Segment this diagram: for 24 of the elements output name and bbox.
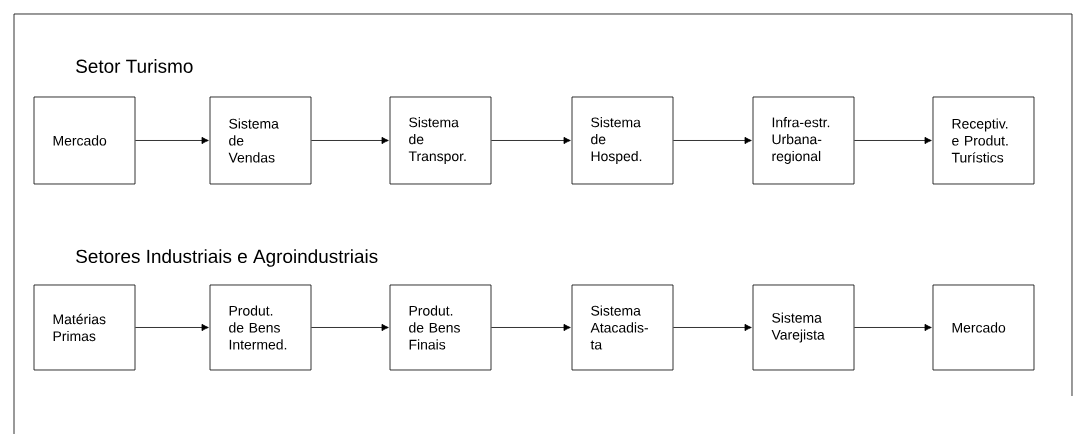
process-box: Sistema de Vendas bbox=[209, 96, 312, 185]
process-box: Sistema Varejista bbox=[752, 284, 855, 371]
process-box: Matérias Primas bbox=[33, 284, 136, 371]
arrow bbox=[311, 136, 389, 145]
arrow bbox=[135, 136, 209, 145]
arrow bbox=[311, 323, 389, 332]
arrow bbox=[673, 323, 752, 332]
arrow bbox=[854, 323, 932, 332]
process-box: Infra-estr. Urbana- regional bbox=[752, 96, 855, 185]
process-box: Receptiv. e Produt. Turístics bbox=[932, 96, 1035, 185]
process-box: Sistema de Transpor. bbox=[389, 96, 492, 185]
arrow bbox=[135, 323, 209, 332]
arrow bbox=[491, 136, 571, 145]
process-box: Produt. de Bens Finais bbox=[389, 284, 492, 371]
process-box: Mercado bbox=[932, 284, 1035, 371]
section-heading: Setores Industriais e Agroindustriais bbox=[76, 249, 378, 267]
arrow bbox=[491, 323, 571, 332]
section-heading: Setor Turismo bbox=[76, 59, 193, 73]
arrow bbox=[673, 136, 752, 145]
process-box: Produt. de Bens Intermed. bbox=[209, 284, 312, 371]
arrow bbox=[854, 136, 932, 145]
process-box: Sistema de Hosped. bbox=[571, 96, 674, 185]
process-box: Sistema Atacadis- ta bbox=[571, 284, 674, 371]
process-box: Mercado bbox=[33, 96, 136, 185]
